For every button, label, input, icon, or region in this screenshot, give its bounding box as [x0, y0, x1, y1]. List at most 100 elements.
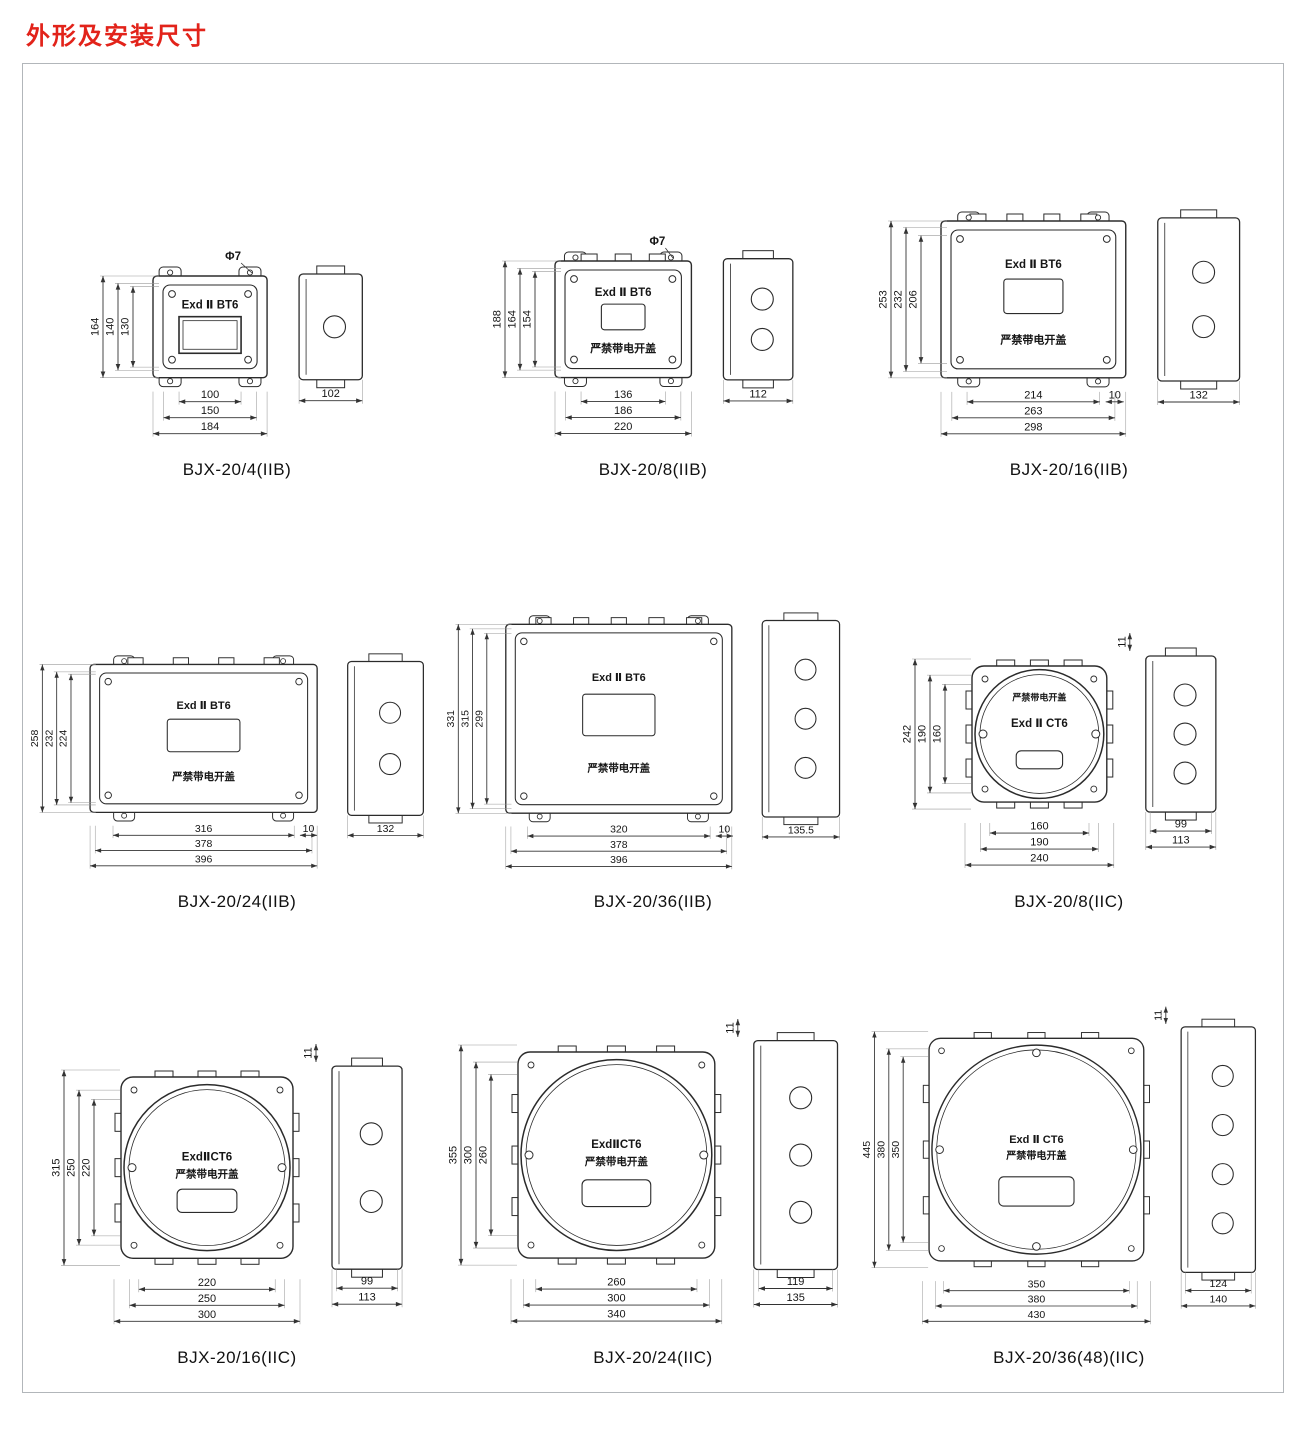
dimension-label: 340 [607, 1309, 625, 1321]
dimension-label: 206 [907, 290, 919, 308]
dimension-label: 220 [614, 421, 632, 433]
dimension-label: 124 [1209, 1279, 1227, 1291]
dimension-label: 164 [90, 318, 102, 336]
marking-text: Exd Ⅱ CT6 [1009, 1134, 1063, 1146]
diagram-caption: BJX-20/24(IIC) [593, 1348, 713, 1367]
marking-text: Exd Ⅱ BT6 [595, 287, 652, 299]
dimension-label: 300 [462, 1146, 474, 1164]
dimension-label: 242 [901, 725, 913, 743]
warning-text: 严禁带电开盖 [1011, 692, 1066, 703]
dimension-label: 300 [197, 1309, 215, 1321]
dimension-label: 232 [892, 290, 904, 308]
dimension-label: 315 [50, 1158, 62, 1176]
marking-text: Exd Ⅱ BT6 [592, 672, 646, 684]
dimension-label: 160 [1030, 821, 1048, 833]
dimension-label: 154 [522, 310, 534, 328]
marking-text: ExdⅡCT6 [591, 1139, 641, 1151]
diagram-caption: BJX-20/36(48)(IIC) [993, 1348, 1145, 1367]
diagram-caption: BJX-20/8(IIB) [598, 460, 708, 479]
dimension-label: 11 [302, 1047, 314, 1058]
dimension-label: 380 [875, 1141, 887, 1159]
dimension-label: 130 [120, 318, 132, 336]
warning-text: 严禁带电开盖 [999, 332, 1066, 346]
dimension-label: 214 [1024, 389, 1042, 401]
dimension-label: 132 [377, 824, 395, 835]
dimension-label: 186 [614, 405, 632, 417]
dimension-label: 190 [916, 725, 928, 743]
diagram-caption: BJX-20/36(IIB) [593, 892, 713, 911]
dimension-label: 164 [507, 310, 519, 328]
diagram-caption: BJX-20/16(IIB) [1009, 460, 1129, 479]
dimension-label: 190 [1030, 837, 1048, 849]
marking-text: Exd Ⅱ CT6 [1011, 718, 1068, 730]
hole-diameter-label: Φ7 [649, 236, 665, 248]
dimension-label: 99 [360, 1276, 372, 1288]
dimension-label: 396 [195, 854, 213, 865]
dimension-label: 300 [607, 1293, 625, 1305]
dimension-label: 11 [1116, 636, 1128, 647]
dimension-label: 298 [1024, 421, 1042, 433]
marking-text: Exd Ⅱ BT6 [177, 700, 231, 712]
diagram-caption: BJX-20/16(IIC) [177, 1348, 297, 1367]
dimension-label: 260 [607, 1277, 625, 1289]
dimension-label: 316 [195, 824, 213, 835]
dimension-label: 315 [460, 710, 471, 728]
dimension-label: 232 [44, 729, 55, 747]
diagram-caption: BJX-20/24(IIB) [177, 892, 297, 911]
dimension-label: 10 [719, 825, 731, 836]
dimension-label: 250 [65, 1158, 77, 1176]
dimension-label: 350 [1028, 1279, 1046, 1291]
dimension-label: 150 [201, 405, 219, 417]
dimension-label: 240 [1030, 853, 1048, 865]
dimension-label: 260 [477, 1146, 489, 1164]
dimension-label: 140 [1209, 1294, 1227, 1306]
dimension-label: 184 [201, 421, 219, 433]
dimension-label: 11 [724, 1022, 736, 1033]
dimension-label: 136 [614, 389, 632, 401]
dimension-label: 119 [786, 1276, 804, 1288]
dimension-label: 113 [358, 1292, 376, 1304]
dimension-label: 113 [1172, 835, 1190, 847]
dimension-label: 396 [610, 855, 628, 866]
dimension-label: 132 [1189, 389, 1207, 401]
warning-text: 严禁带电开盖 [589, 341, 656, 355]
warning-text: 严禁带电开盖 [586, 762, 650, 775]
dimension-label: 253 [877, 290, 889, 308]
dimension-label: 355 [447, 1146, 459, 1164]
dimension-label: 224 [59, 729, 70, 747]
dimension-label: 10 [1108, 389, 1120, 401]
marking-text: Exd Ⅱ BT6 [182, 300, 239, 312]
warning-text: 严禁带电开盖 [174, 1168, 238, 1181]
page-title: 外形及安装尺寸 [26, 23, 208, 50]
dimension-label: 160 [931, 725, 943, 743]
diagram-caption: BJX-20/8(IIC) [1014, 892, 1124, 911]
warning-text: 严禁带电开盖 [583, 1155, 647, 1168]
dimension-label: 258 [30, 729, 41, 747]
hole-diameter-label: Φ7 [225, 251, 241, 263]
dimension-label: 220 [80, 1158, 92, 1176]
marking-text: Exd Ⅱ BT6 [1004, 259, 1061, 271]
warning-text: 严禁带电开盖 [1005, 1150, 1066, 1163]
dimension-label: 112 [749, 388, 767, 400]
dimension-label: 380 [1028, 1294, 1046, 1306]
dimension-label: 350 [890, 1141, 902, 1159]
dimension-label: 135.5 [788, 826, 814, 837]
dimension-label: 11 [1152, 1010, 1164, 1021]
dimension-label: 10 [303, 824, 315, 835]
warning-text: 严禁带电开盖 [171, 770, 235, 783]
